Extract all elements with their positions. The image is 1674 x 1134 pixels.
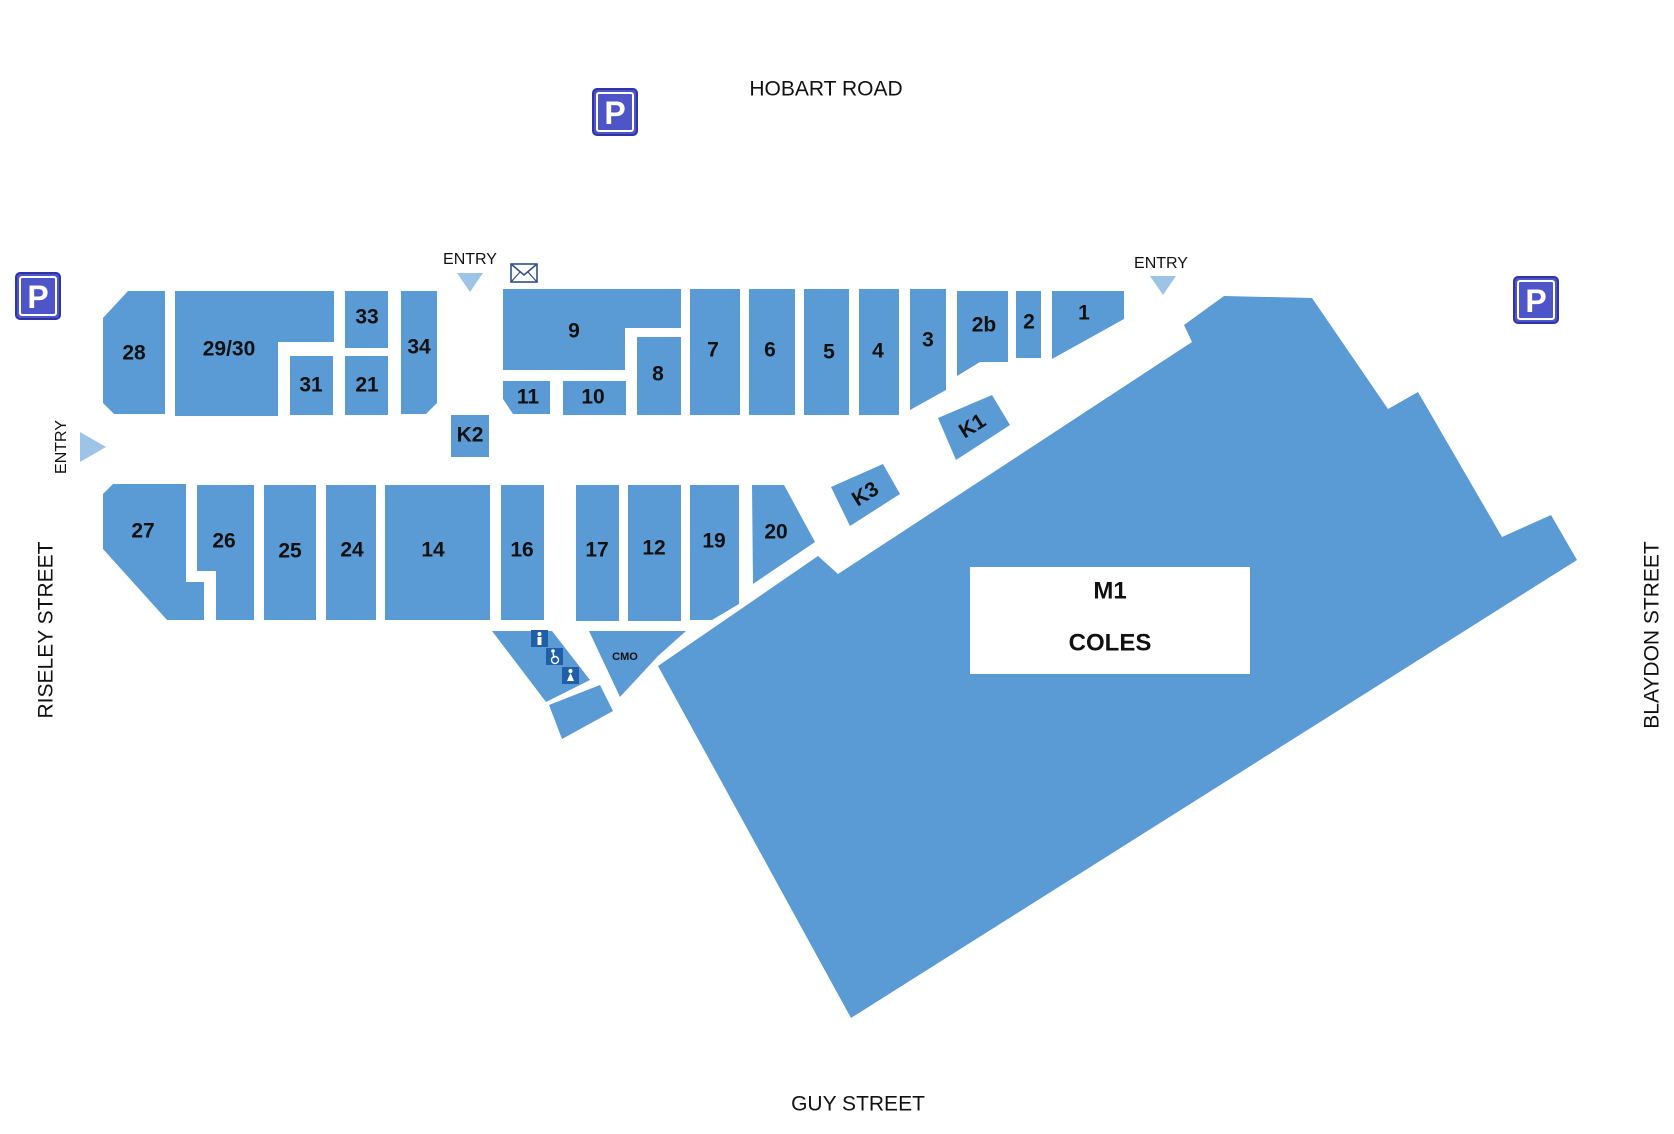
svg-text:1: 1	[1078, 302, 1090, 325]
shop-24[interactable]: 24	[326, 485, 376, 620]
svg-text:4: 4	[872, 340, 884, 363]
shop-29-30[interactable]: 29/30	[175, 291, 334, 416]
triangle-arrow-icon	[1150, 276, 1176, 295]
svg-text:5: 5	[823, 341, 835, 364]
female-toilet-icon	[562, 667, 579, 684]
svg-text:24: 24	[340, 539, 364, 562]
svg-text:14: 14	[421, 539, 445, 562]
svg-text:31: 31	[299, 374, 323, 397]
svg-text:7: 7	[707, 339, 719, 362]
kiosk-k2[interactable]: K2	[451, 415, 489, 457]
svg-text:2b: 2b	[972, 314, 997, 337]
shop-1[interactable]: 1	[1052, 291, 1124, 359]
shop-20[interactable]: 20	[752, 485, 815, 584]
svg-text:12: 12	[642, 537, 665, 560]
svg-text:28: 28	[122, 342, 146, 365]
shop-5[interactable]: 5	[804, 289, 849, 415]
shop-28[interactable]: 28	[103, 291, 165, 414]
anchor-store-coles[interactable]: M1 COLES	[658, 296, 1577, 1018]
parking-icon: P	[592, 88, 638, 136]
svg-text:27: 27	[131, 520, 154, 543]
shop-27[interactable]: 27	[103, 484, 204, 620]
shop-6[interactable]: 6	[749, 289, 795, 415]
svg-text:3: 3	[922, 329, 934, 352]
shop-21[interactable]: 21	[345, 356, 388, 415]
shop-2[interactable]: 2	[1016, 291, 1041, 358]
male-toilet-icon	[531, 630, 548, 647]
anchor-name: COLES	[1069, 629, 1152, 656]
svg-text:P: P	[1525, 283, 1546, 319]
svg-text:CMO: CMO	[612, 651, 638, 663]
svg-text:26: 26	[212, 530, 235, 553]
shop-9[interactable]: 9	[503, 289, 681, 370]
svg-text:34: 34	[407, 336, 431, 359]
triangle-arrow-icon	[457, 273, 483, 292]
kiosk-k3[interactable]: K3	[831, 464, 900, 526]
shop-34[interactable]: 34	[401, 291, 437, 414]
svg-text:9: 9	[568, 320, 580, 343]
accessible-toilet-icon	[546, 648, 563, 665]
shop-3[interactable]: 3	[910, 289, 946, 410]
svg-text:25: 25	[278, 540, 302, 563]
shop-25[interactable]: 25	[264, 485, 316, 620]
shop-cmo[interactable]: CMO	[589, 631, 686, 697]
shop-10[interactable]: 10	[563, 381, 626, 415]
toilet-block	[492, 631, 613, 739]
envelope-icon	[510, 263, 538, 283]
coles-label-panel	[970, 567, 1250, 674]
svg-text:17: 17	[585, 539, 608, 562]
svg-text:K2: K2	[457, 424, 484, 447]
street-label-north: HOBART ROAD	[749, 78, 902, 101]
svg-text:21: 21	[355, 374, 379, 397]
shop-16[interactable]: 16	[501, 485, 544, 620]
shop-31[interactable]: 31	[290, 356, 333, 415]
shop-2b[interactable]: 2b	[957, 291, 1008, 376]
shop-11[interactable]: 11	[503, 381, 550, 414]
shop-26[interactable]: 26	[197, 485, 254, 620]
parking-icon: P	[15, 272, 61, 320]
shop-14[interactable]: 14	[385, 485, 490, 620]
svg-text:10: 10	[581, 386, 604, 409]
entry-label-top-right: ENTRY	[1134, 255, 1188, 272]
street-label-east: BLAYDON STREET	[1641, 541, 1664, 729]
shop-33[interactable]: 33	[345, 291, 388, 348]
triangle-arrow-icon	[80, 432, 106, 462]
entry-label-left: ENTRY	[53, 420, 70, 474]
shop-4[interactable]: 4	[859, 289, 899, 415]
shop-17[interactable]: 17	[576, 485, 619, 621]
svg-text:29/30: 29/30	[203, 338, 256, 361]
svg-text:6: 6	[764, 339, 776, 362]
svg-text:8: 8	[652, 363, 664, 386]
svg-text:16: 16	[510, 539, 533, 562]
kiosk-k1[interactable]: K1	[938, 395, 1010, 460]
shop-7[interactable]: 7	[690, 289, 740, 415]
street-label-west: RISELEY STREET	[35, 541, 58, 718]
svg-text:2: 2	[1023, 311, 1035, 334]
entry-label-top-left: ENTRY	[443, 251, 497, 268]
svg-text:11: 11	[517, 386, 540, 409]
street-label-south: GUY STREET	[791, 1093, 925, 1116]
svg-text:P: P	[27, 279, 48, 315]
shop-12[interactable]: 12	[628, 485, 681, 621]
svg-text:33: 33	[355, 306, 378, 329]
anchor-code: M1	[1093, 577, 1126, 604]
svg-text:20: 20	[764, 521, 787, 544]
svg-text:19: 19	[702, 530, 725, 553]
svg-text:P: P	[604, 95, 625, 131]
shop-19[interactable]: 19	[690, 485, 739, 620]
shop-8[interactable]: 8	[637, 337, 681, 415]
parking-icon: P	[1513, 276, 1559, 324]
